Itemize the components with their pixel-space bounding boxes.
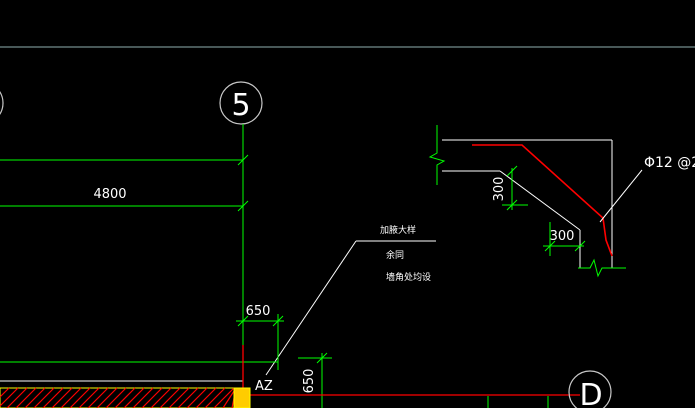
dimension-tick [272,315,284,327]
hatch-stroke [159,387,181,408]
axis-bubble-d[interactable]: D [568,370,612,408]
hatch-stroke [114,387,136,408]
dimension-text-650-h: 650 [246,304,271,319]
hatched-wall[interactable] [0,387,237,408]
hatch-stroke [60,387,82,408]
hatch-stroke [186,387,208,408]
hatch-stroke [177,387,199,408]
column-label-az: AZ [255,379,273,394]
hatch-stroke [87,387,109,408]
hatch-stroke [204,387,226,408]
hatch-stroke [141,387,163,408]
dimension-tick [316,352,328,364]
hatch-stroke [195,387,217,408]
dimension-tick [237,315,249,327]
dimension-text-4800: 4800 [93,187,126,202]
axis-label-d: D [579,378,602,408]
hatch-stroke [150,387,172,408]
dimension-tick [237,154,249,166]
hatch-stroke [132,387,154,408]
dimension-text-650-v: 650 [302,369,317,394]
hatch-stroke [96,387,118,408]
axis-bubble-5[interactable]: 5 [219,81,263,125]
hatch-stroke [213,387,235,408]
axis-bubble-partial-left [0,91,4,115]
hatch-stroke [6,387,28,408]
dimension-tick [237,200,249,212]
hatch-stroke [15,387,37,408]
hatch-stroke [105,387,127,408]
hatch-stroke [69,387,91,408]
hatch-stroke [0,387,19,407]
haunch-detail[interactable] [428,125,643,278]
break-line-bottom [578,258,626,278]
hatch-stroke [42,387,64,408]
rebar-spec-text: Φ12 @2 [644,155,695,171]
dimension-text-300-h: 300 [550,229,575,244]
hatch-stroke [51,387,73,408]
hatch-stroke [0,387,10,398]
axis-label-5: 5 [231,88,250,123]
hatch-stroke [24,387,46,408]
annotation-title: 加腋大样 [380,224,416,236]
hatch-stroke [78,387,100,408]
annotation-text-3: 墙角处均设 [386,271,431,283]
hatch-stroke [33,387,55,408]
dimension-text-300-v: 300 [492,177,507,202]
column-az[interactable] [233,387,251,408]
annotation-text-2: 余同 [386,249,404,261]
hatch-stroke [123,387,145,408]
annotation-leader-line [265,240,357,376]
hatch-stroke [168,387,190,408]
break-line-top [428,125,446,185]
